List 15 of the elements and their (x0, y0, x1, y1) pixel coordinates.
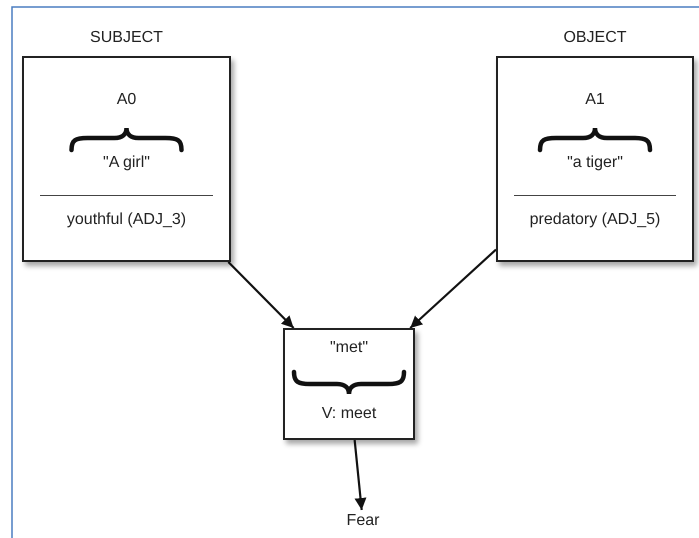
argument-label: A1 (585, 90, 605, 110)
attribute-text: predatory (ADJ_5) (530, 210, 660, 230)
predicate-label: V: meet (322, 404, 376, 424)
output-label: Fear (346, 511, 380, 531)
phrase-text: "met" (330, 338, 368, 358)
phrase-text: "a tiger" (567, 153, 623, 173)
role-heading: OBJECT (563, 28, 627, 48)
arrow (409, 248, 497, 329)
arrow (354, 440, 366, 510)
phrase-text: "A girl" (103, 153, 150, 173)
arrow (228, 261, 294, 329)
attribute-text: youthful (ADJ_3) (66, 210, 186, 230)
argument-label: A0 (116, 90, 136, 110)
role-box (283, 328, 415, 440)
role-heading: SUBJECT (90, 28, 163, 48)
